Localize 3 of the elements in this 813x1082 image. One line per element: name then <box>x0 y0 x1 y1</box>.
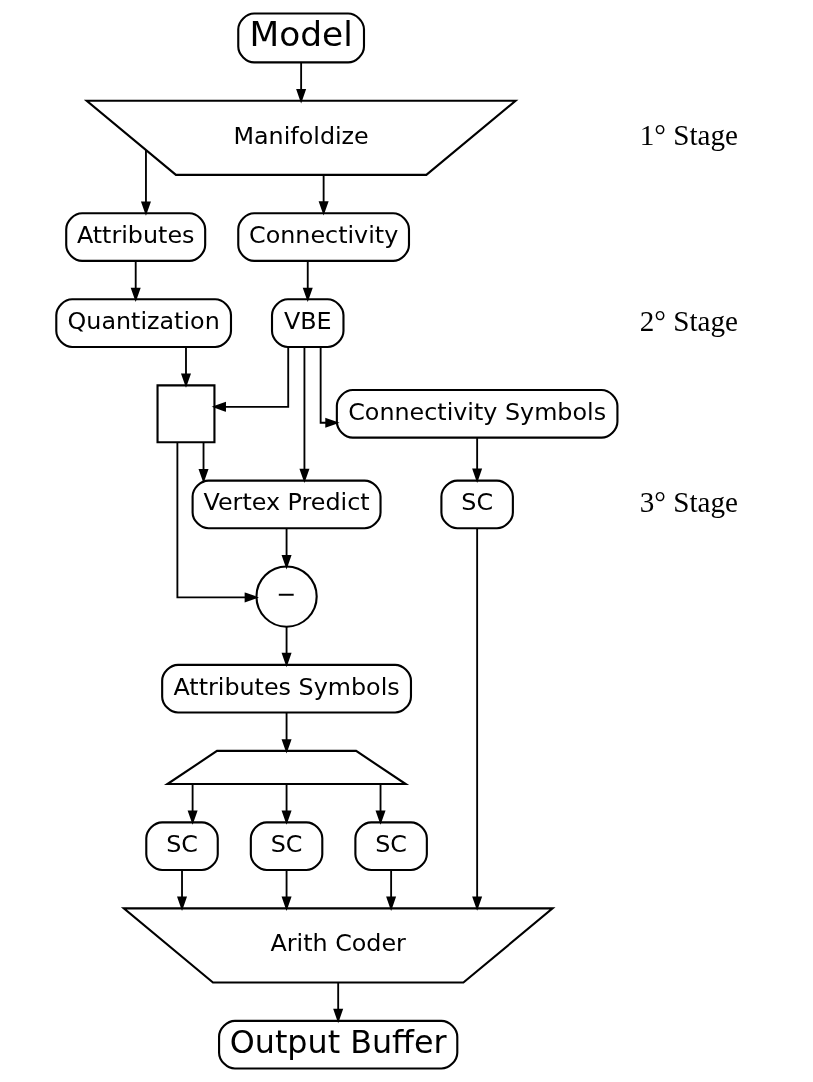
label: 2° Stage <box>639 304 738 337</box>
label: 3° Stage <box>639 485 738 518</box>
label: 1° Stage <box>639 119 738 152</box>
